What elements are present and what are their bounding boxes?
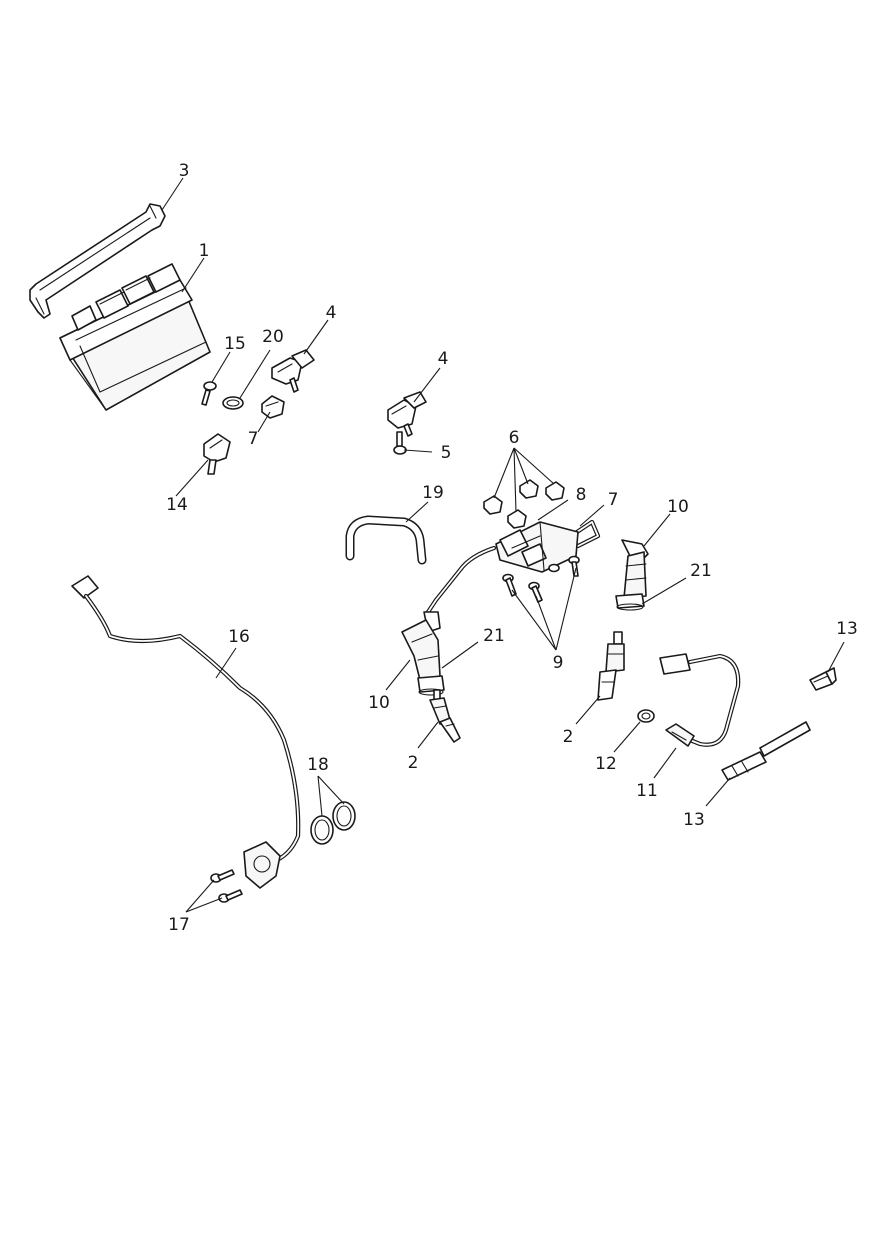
callout-2-left: 2 — [408, 753, 419, 773]
callout-6: 6 — [509, 428, 520, 448]
callout-14: 14 — [166, 495, 188, 515]
callout-4-right: 4 — [438, 349, 449, 369]
callout-10-left: 10 — [368, 693, 390, 713]
part-20-o-ring — [222, 396, 244, 410]
callout-15: 15 — [224, 334, 246, 354]
part-11-oxygen-sensor — [659, 653, 741, 747]
callout-17: 17 — [168, 915, 190, 935]
part-15-screw — [201, 381, 217, 406]
part-4-sensor-right — [387, 391, 427, 437]
part-13-probe-lower — [721, 721, 811, 781]
part-19-hose — [345, 515, 427, 565]
callout-19: 19 — [422, 483, 444, 503]
callout-18: 18 — [307, 755, 329, 775]
callout-21-left: 21 — [483, 626, 505, 646]
callout-5: 5 — [441, 443, 452, 463]
part-5-screw — [393, 431, 407, 455]
part-8-ignition-coil — [425, 519, 601, 615]
callout-12: 12 — [595, 754, 617, 774]
callout-9: 9 — [553, 653, 564, 673]
part-3-strap — [29, 203, 166, 319]
part-12-washer — [637, 709, 655, 723]
part-7-clip-left — [261, 395, 285, 419]
part-14-sensor — [203, 433, 231, 475]
callout-7-right: 7 — [608, 490, 619, 510]
part-18-o-rings — [310, 801, 356, 845]
part-21-seal-right — [615, 593, 645, 611]
part-21-seal-left — [417, 675, 445, 696]
callout-20: 20 — [262, 327, 284, 347]
part-10-cap-right — [621, 539, 649, 599]
part-9-bolts — [502, 555, 580, 603]
callout-8: 8 — [576, 485, 587, 505]
callout-10-right: 10 — [667, 497, 689, 517]
callout-7-left: 7 — [248, 429, 259, 449]
callout-labels: 3 1 4 20 15 7 14 4 5 6 19 8 7 10 21 16 2… — [166, 161, 858, 935]
part-10-cap-left — [401, 611, 441, 681]
part-2-spark-plug-right — [597, 631, 625, 701]
part-6-clips — [483, 479, 565, 529]
callout-4-left: 4 — [326, 303, 337, 323]
part-2-spark-plug-left — [429, 689, 461, 743]
part-17-bolts — [210, 869, 243, 903]
part-4-sensor-left — [271, 349, 315, 393]
callout-11: 11 — [636, 781, 658, 801]
callout-16: 16 — [228, 627, 250, 647]
callout-3: 3 — [179, 161, 190, 181]
callout-2-right: 2 — [563, 727, 574, 747]
part-1-ecu — [59, 263, 211, 411]
callout-1: 1 — [199, 241, 210, 261]
callout-21-right: 21 — [690, 561, 712, 581]
leader-lines — [161, 177, 845, 913]
callout-13-upper: 13 — [836, 619, 858, 639]
part-13-sensor-upper — [809, 667, 837, 691]
callout-13-lower: 13 — [683, 810, 705, 830]
part-16-sensor-harness — [71, 575, 301, 889]
